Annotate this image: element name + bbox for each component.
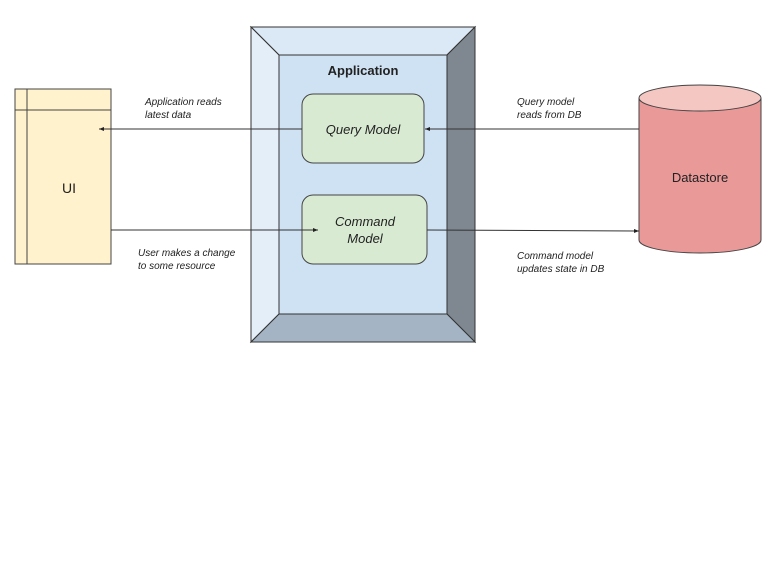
- edge-label-command-db-line1: Command model: [517, 251, 594, 262]
- command-model-label-line2: Model: [347, 231, 384, 246]
- bevel-top: [249, 26, 477, 56]
- edge-label-query-db-line2: reads from DB: [517, 110, 582, 121]
- application-label: Application: [328, 63, 399, 78]
- bevel-bottom: [249, 313, 477, 343]
- ui-label: UI: [62, 180, 76, 196]
- query-model-node[interactable]: Query Model: [301, 93, 425, 164]
- edge-label-command-db-line2: updates state in DB: [517, 264, 605, 275]
- query-model-label: Query Model: [326, 122, 402, 137]
- command-model-node[interactable]: Command Model: [301, 194, 428, 265]
- ui-box: [14, 88, 112, 265]
- datastore-label: Datastore: [672, 170, 728, 185]
- datastore-top: [638, 84, 762, 112]
- datastore-body: [638, 98, 762, 254]
- bevel-left: [250, 25, 280, 344]
- application-node[interactable]: Application: [249, 25, 477, 344]
- command-model-box: [301, 194, 428, 265]
- command-model-label-line1: Command: [335, 214, 396, 229]
- edge-label-reads-line2: latest data: [145, 110, 192, 121]
- bevel-right: [446, 25, 476, 344]
- edge-label-query-db-line1: Query model: [517, 97, 575, 108]
- edge-command-to-datastore: [426, 228, 640, 233]
- edge-label-reads-line1: Application reads: [144, 97, 222, 108]
- edge-label-change-line2: to some resource: [138, 261, 216, 272]
- edge-label-change-line1: User makes a change: [138, 248, 236, 259]
- ui-node[interactable]: UI: [14, 88, 112, 265]
- datastore-node[interactable]: Datastore: [638, 84, 762, 254]
